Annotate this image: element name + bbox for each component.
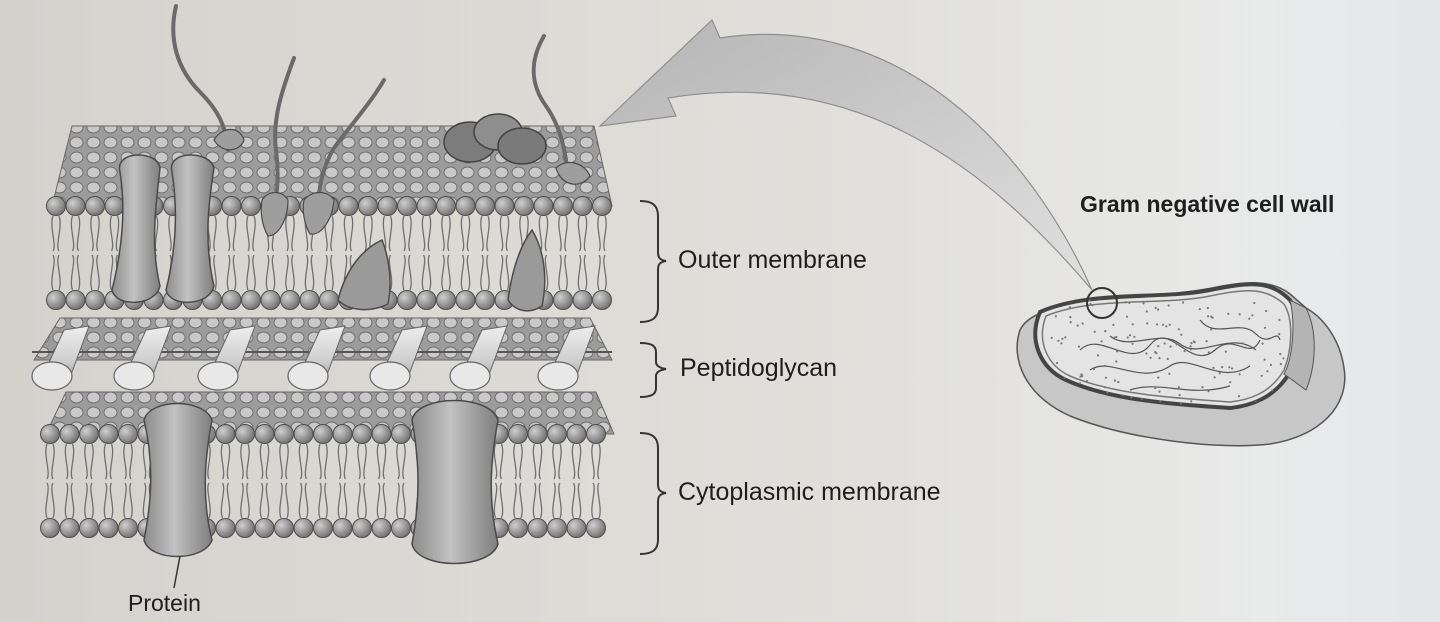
diagram-title: Gram negative cell wall xyxy=(1080,191,1334,217)
cytoplasmic-membrane-bracket xyxy=(639,432,667,555)
outer-membrane-bracket xyxy=(639,200,667,323)
cytoplasm-granules xyxy=(1050,299,1285,406)
peptidoglycan-bracket xyxy=(639,342,667,398)
cytoplasmic-membrane-protein xyxy=(143,399,499,565)
cytoplasmic-membrane-label: Cytoplasmic membrane xyxy=(678,478,941,506)
cytoplasmic-membrane-layer xyxy=(40,391,615,538)
peptidoglycan-layer xyxy=(31,317,613,391)
outer-membrane-lipoprotein xyxy=(337,228,546,312)
bacterial-cell-illustration xyxy=(1016,282,1346,447)
layer-brackets xyxy=(639,200,667,555)
outer-membrane-label: Outer membrane xyxy=(678,246,867,274)
peptidoglycan-label: Peptidoglycan xyxy=(680,354,837,382)
nucleoid xyxy=(1079,319,1281,391)
outer-membrane-protein-complex xyxy=(443,113,547,165)
outer-membrane-porin xyxy=(111,154,215,304)
lipopolysaccharide-cores xyxy=(213,128,591,237)
protein-label: Protein xyxy=(128,590,201,616)
magnifier-circle xyxy=(1086,287,1118,319)
zoom-arrow xyxy=(598,18,1093,291)
protein-leader-line xyxy=(173,555,181,589)
